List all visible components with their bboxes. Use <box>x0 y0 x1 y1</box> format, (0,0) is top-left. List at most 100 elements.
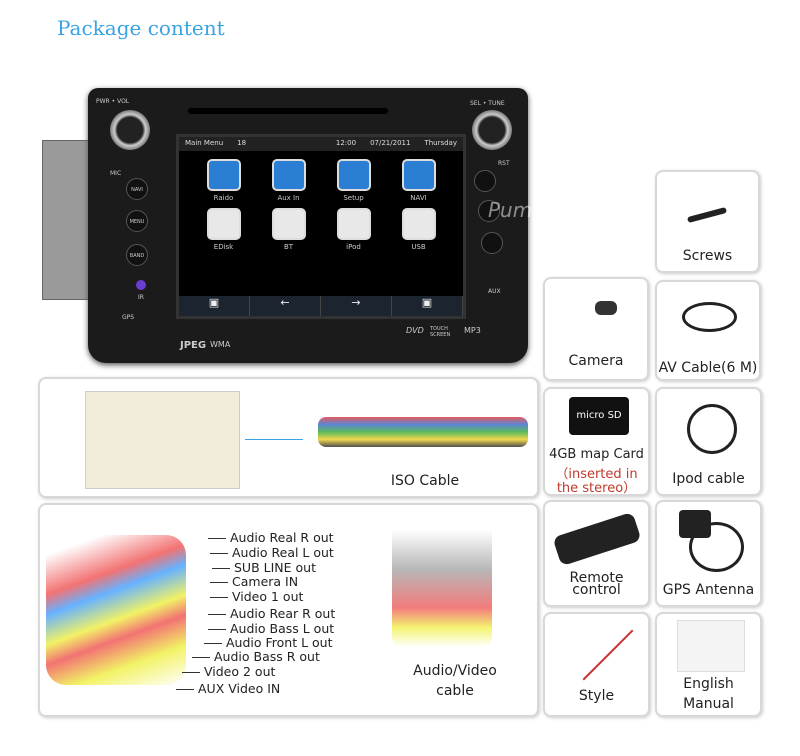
pointer-line <box>245 439 303 440</box>
pwr-label: PWR • VOL <box>96 98 130 105</box>
element: Main Menu 18 12:00 07/21/2011 Thursday <box>179 137 463 151</box>
label: Screws <box>682 248 733 264</box>
item-ipod-cable: Ipod cable <box>655 387 762 496</box>
phone-hw-button <box>481 232 503 254</box>
label: Audio/Video <box>413 663 497 679</box>
screen-day: Thursday <box>424 139 457 147</box>
element <box>206 159 241 191</box>
item-remote: Remote control <box>543 500 650 607</box>
iso-harness-image <box>318 417 528 447</box>
app-usb: USB <box>388 208 449 251</box>
wire-label: AUX Video IN <box>176 681 280 696</box>
remote-image <box>552 511 642 567</box>
app-navi: NAVI <box>388 159 449 202</box>
manual-image <box>677 620 745 672</box>
eject-hw-button <box>474 170 496 192</box>
item-stylus: Style <box>543 612 650 717</box>
label: Style <box>578 688 615 704</box>
window-icon: ▣ <box>392 296 463 316</box>
wire-label: Audio Rear R out <box>208 606 335 621</box>
element <box>401 208 436 240</box>
label: Ipod cable <box>672 471 745 487</box>
label: English <box>683 676 734 692</box>
element <box>271 208 306 240</box>
label: USB <box>411 243 426 251</box>
stylus-image <box>582 629 634 681</box>
tune-knob <box>472 110 512 150</box>
dvd-badge: DVD <box>406 326 424 335</box>
item-wiring-harness: Audio Real R out Audio Real L out SUB LI… <box>38 503 539 717</box>
element <box>336 159 371 191</box>
camera-image <box>595 301 617 315</box>
forward-arrow-icon: → <box>321 296 392 316</box>
wire-label: Audio Front L out <box>204 635 333 650</box>
label: （inserted in <box>555 467 638 482</box>
gps-cable-image <box>689 522 744 572</box>
screen-number: 18 <box>237 139 247 147</box>
label: control <box>572 582 621 598</box>
jpeg-badge: JPEG <box>180 340 207 351</box>
menu-hw-button: MENU <box>126 210 148 232</box>
iso-connector-image <box>85 391 240 489</box>
rca-cables-image <box>46 535 186 685</box>
app-bt: BT <box>258 208 319 251</box>
band-hw-button: BAND <box>126 244 148 266</box>
label: Setup <box>343 194 364 202</box>
rst-label: RST <box>498 160 510 167</box>
label: NAVI <box>410 194 427 202</box>
app-aux-in: Aux In <box>258 159 319 202</box>
wire-label: Video 1 out <box>210 589 303 604</box>
element <box>206 208 241 240</box>
wire-label: Audio Bass R out <box>192 649 320 664</box>
wire-label: SUB LINE out <box>212 560 316 575</box>
touch-badge: TOUCH SCREEN <box>430 326 451 338</box>
volume-knob <box>110 110 150 150</box>
app-radio: Raido <box>193 159 254 202</box>
mic-label: MIC <box>110 170 122 177</box>
item-manual: English Manual <box>655 612 762 717</box>
mounting-bracket <box>42 140 92 300</box>
av-cable-harness-image <box>392 517 492 647</box>
aux-label: AUX <box>488 288 501 295</box>
screws-image <box>686 206 728 224</box>
screen-date: 07/21/2011 <box>370 139 411 147</box>
label: iPod <box>346 243 361 251</box>
label: AV Cable(6 M) <box>658 360 758 376</box>
play-hw-button <box>478 200 500 222</box>
label: Camera <box>568 353 624 369</box>
label: cable <box>436 683 474 699</box>
label: GPS Antenna <box>662 582 755 598</box>
screen-title: Main Menu <box>185 139 224 147</box>
label: Remote <box>569 570 624 586</box>
sel-label: SEL • TUNE <box>470 100 505 107</box>
gps-label: GPS <box>122 314 135 321</box>
wma-badge: WMA <box>210 340 231 349</box>
label: BT <box>283 243 294 251</box>
element <box>401 159 436 191</box>
ir-sensor <box>136 280 146 290</box>
element <box>336 208 371 240</box>
label: Aux In <box>277 194 300 202</box>
label: Manual <box>683 696 734 712</box>
page-title: Package content <box>57 16 225 40</box>
item-gps-antenna: GPS Antenna <box>655 500 762 607</box>
stereo-screen: Main Menu 18 12:00 07/21/2011 Thursday R… <box>176 134 466 319</box>
element <box>271 159 306 191</box>
sd-card-image: micro SD <box>569 397 629 435</box>
screen-navbar: ▣←→▣ <box>179 296 463 316</box>
label: EDisk <box>213 243 234 251</box>
screen-time: 12:00 <box>335 139 357 147</box>
label: the stereo） <box>556 481 637 496</box>
wire-label: Audio Bass L out <box>208 621 334 636</box>
label: 4GB map Card <box>549 447 644 462</box>
disc-slot <box>188 108 388 114</box>
app-setup: Setup <box>323 159 384 202</box>
app-ipod: iPod <box>323 208 384 251</box>
wire-label: Audio Real R out <box>208 530 334 545</box>
back-arrow-icon: ← <box>250 296 321 316</box>
av-cable-image <box>682 302 737 332</box>
item-map-card: micro SD 4GB map Card （inserted in the s… <box>543 387 650 496</box>
wire-label: Video 2 out <box>182 664 275 679</box>
item-screws: Screws <box>655 170 760 273</box>
car-stereo-image: PWR • VOL SEL • TUNE MIC NAVI MENU BAND … <box>88 88 575 363</box>
